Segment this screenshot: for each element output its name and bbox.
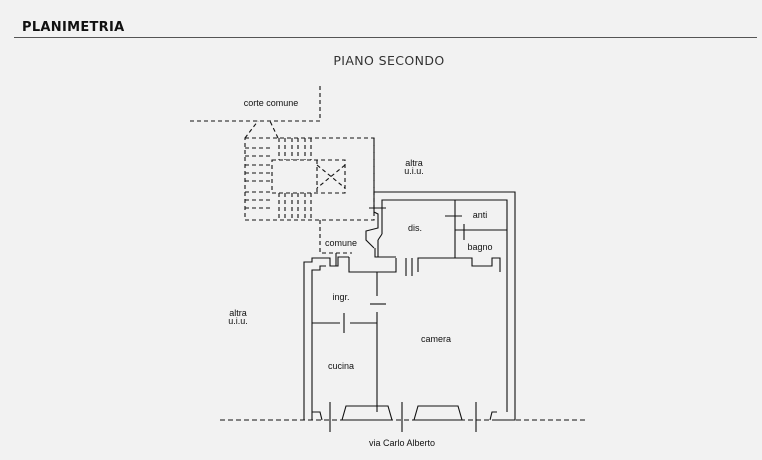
label-cucina: cucina <box>328 361 354 371</box>
corte-comune-outline <box>190 84 375 254</box>
label-dis: dis. <box>408 223 422 233</box>
label-uiu-top: u.i.u. <box>404 166 424 176</box>
label-corte-comune: corte comune <box>244 98 299 108</box>
street-windows <box>312 402 497 432</box>
label-street: via Carlo Alberto <box>369 438 435 448</box>
label-altra-top: altra <box>405 158 423 168</box>
label-comune: comune <box>325 238 357 248</box>
label-ingr: ingr. <box>332 292 349 302</box>
label-camera: camera <box>421 334 451 344</box>
section-divider <box>14 37 757 38</box>
label-altra-left: altra <box>229 308 247 318</box>
outer-walls <box>303 191 516 421</box>
section-title: PLANIMETRIA <box>22 20 125 35</box>
plan-heading: PIANO SECONDO <box>333 53 445 68</box>
label-bagno: bagno <box>467 242 492 252</box>
label-uiu-left: u.i.u. <box>228 316 248 326</box>
inner-partitions <box>312 200 507 412</box>
stairwell-outline <box>244 137 375 221</box>
label-anti: anti <box>473 210 488 220</box>
